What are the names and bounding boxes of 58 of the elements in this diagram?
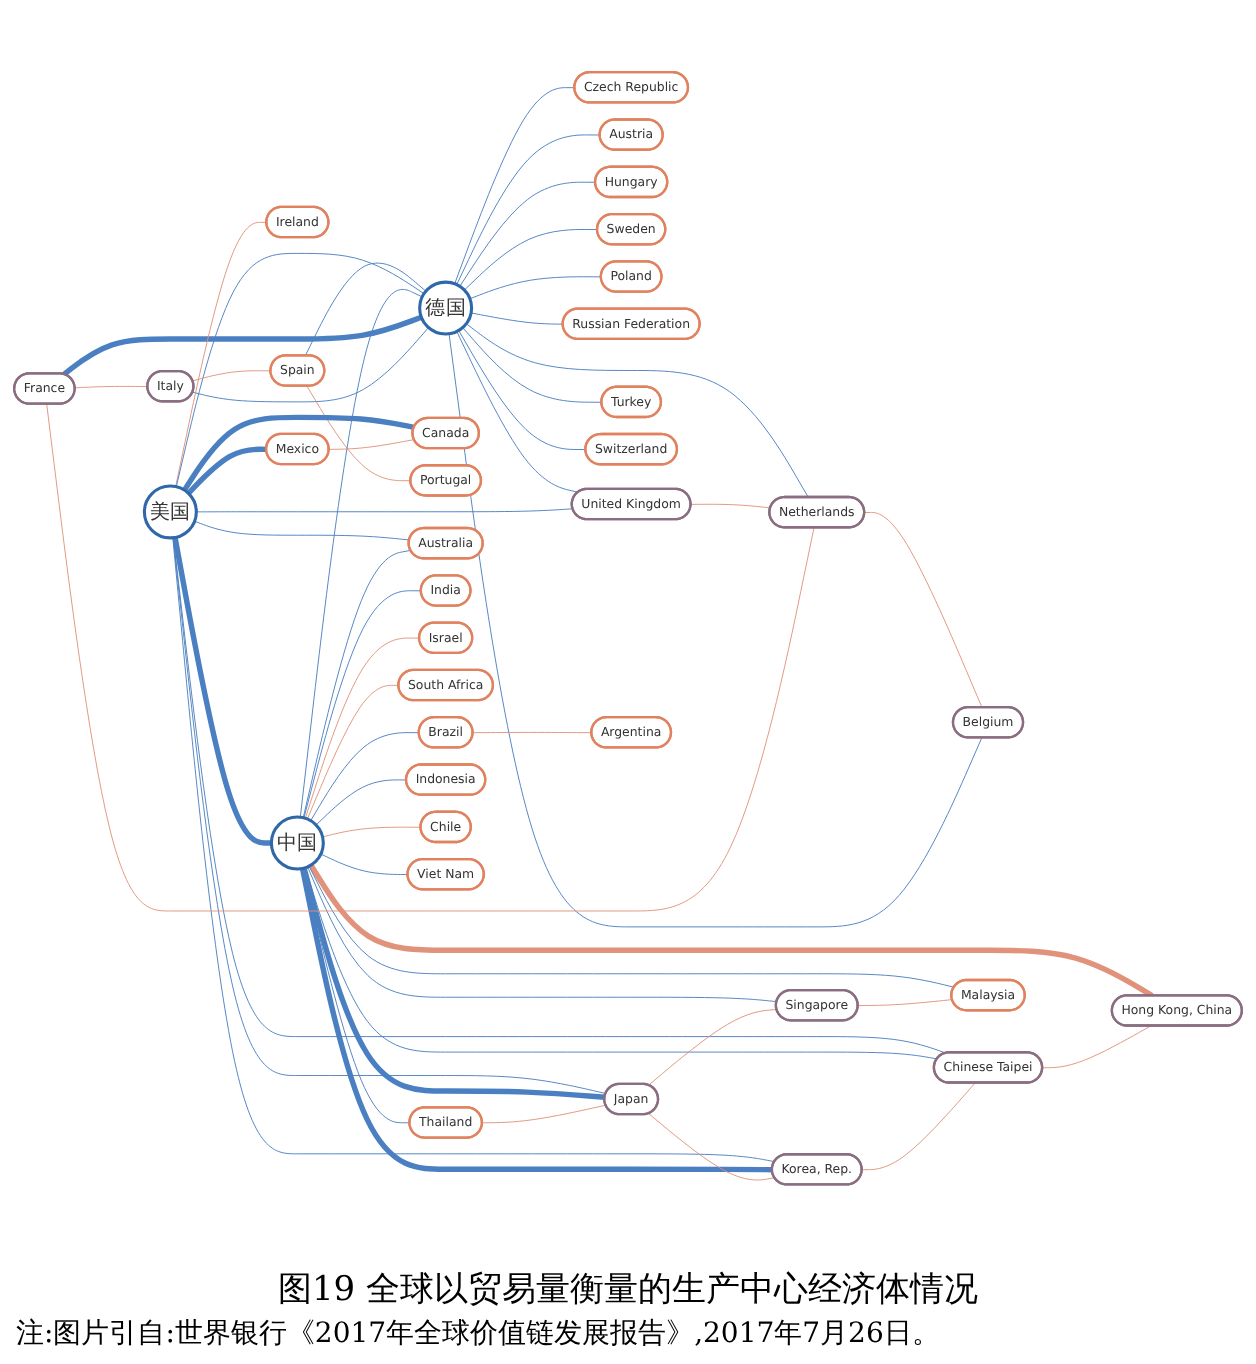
connector [648, 1113, 776, 1182]
connector [308, 866, 955, 989]
connector [74, 386, 149, 389]
connector [175, 222, 268, 488]
connector [304, 867, 938, 1061]
connector [864, 512, 983, 709]
connector [303, 590, 422, 819]
connector [861, 1083, 976, 1171]
connector [299, 868, 773, 1174]
node-circle: 中国 [269, 816, 325, 872]
connector [465, 323, 809, 499]
connector [456, 331, 579, 494]
connector [456, 135, 601, 286]
connector [1042, 1026, 1152, 1069]
connector [299, 289, 423, 819]
connector [192, 327, 429, 403]
connector [304, 638, 420, 820]
connector [320, 854, 409, 876]
node-circle: 德国 [418, 281, 474, 337]
connector [481, 1105, 607, 1124]
connector [182, 415, 415, 493]
connector [304, 263, 427, 357]
connector [470, 313, 564, 326]
connector [172, 537, 947, 1055]
connector [328, 439, 415, 451]
figure-caption: 图19 全球以贸易量衡量的生产中心经济体情况 [275, 1268, 981, 1312]
connector [648, 1009, 778, 1087]
connector [186, 447, 267, 496]
connector [459, 182, 596, 288]
connector [306, 386, 412, 482]
connector [172, 537, 272, 847]
connector [301, 868, 605, 1101]
node-circle: 美国 [142, 485, 198, 541]
source-note: 注:图片引自:世界银行《2017年全球价值链发展报告》,2017年7月26日。 [16, 1316, 942, 1352]
connector [195, 509, 574, 513]
connector [458, 330, 587, 451]
connector [172, 538, 776, 1163]
connector [307, 867, 778, 1003]
connector [462, 327, 603, 404]
connector [302, 550, 412, 819]
connector [472, 732, 593, 734]
connector [857, 999, 953, 1007]
connector [308, 864, 1154, 999]
connector [172, 537, 607, 1095]
connector [322, 827, 422, 838]
connector [46, 404, 815, 913]
connector [454, 87, 576, 285]
connector [315, 780, 407, 827]
connector [448, 334, 983, 928]
connector [194, 521, 410, 542]
connector [469, 276, 602, 300]
connector [306, 685, 400, 821]
connector [62, 315, 423, 378]
connector [690, 504, 771, 510]
connector [175, 253, 425, 488]
connector [463, 229, 598, 292]
connector [310, 732, 420, 822]
connector [192, 370, 272, 382]
